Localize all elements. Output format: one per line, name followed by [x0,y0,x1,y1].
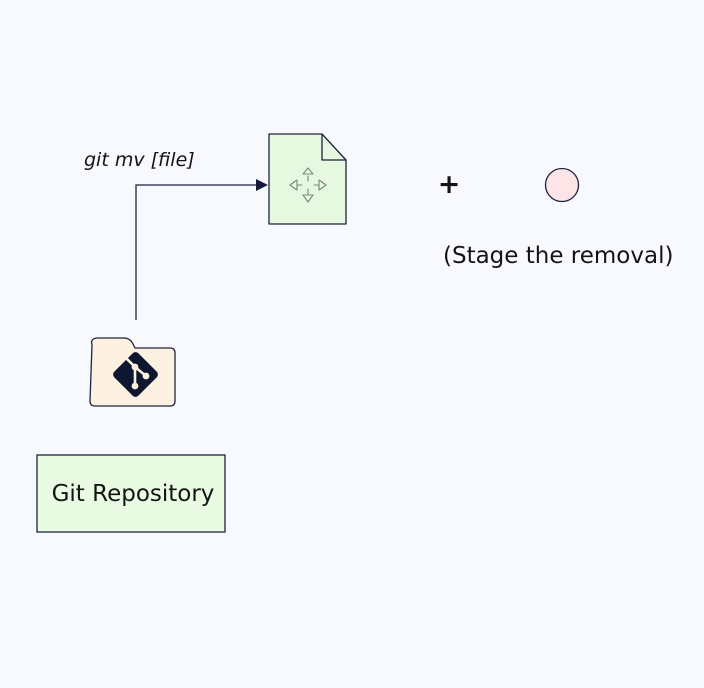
git-logo-icon [113,352,158,397]
edge-label: git mv [file] [84,149,195,171]
repo-label: Git Repository [52,481,215,507]
circle-marker-icon [544,167,580,203]
git-folder-icon [89,337,176,407]
repo-label-box: Git Repository [36,454,226,533]
file-move-icon [268,133,347,225]
stage-note: (Stage the removal) [443,243,673,269]
connector-arrow [135,179,268,320]
plus-sign: + [438,169,461,200]
